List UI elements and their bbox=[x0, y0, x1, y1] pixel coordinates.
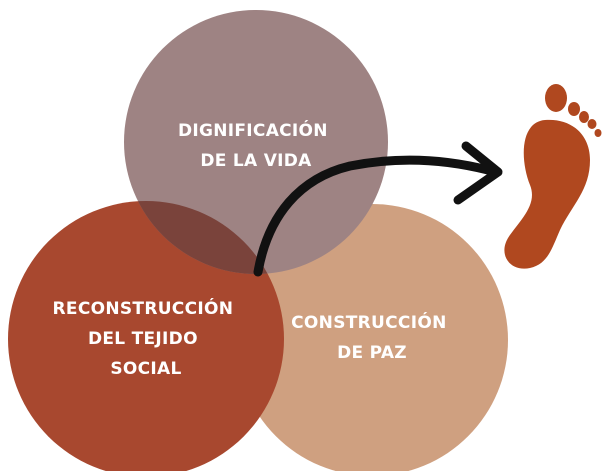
label-line: DEL TEJIDO bbox=[88, 329, 198, 349]
label-line: SOCIAL bbox=[110, 359, 181, 379]
label-dignificacion: DIGNIFICACIÓN DE LA VIDA bbox=[178, 119, 334, 171]
footprint-toe bbox=[579, 111, 589, 123]
label-construccion: CONSTRUCCIÓN DE PAZ bbox=[291, 311, 453, 363]
arrow-head bbox=[453, 141, 503, 205]
footprint-toe bbox=[568, 102, 580, 116]
curved-arrow bbox=[253, 155, 493, 277]
footprint-icon bbox=[504, 84, 602, 269]
circle-construccion-de-paz bbox=[236, 204, 508, 471]
footprint-toe bbox=[587, 119, 597, 129]
footprint-sole bbox=[504, 119, 590, 269]
label-reconstruccion: RECONSTRUCCIÓN DEL TEJIDO SOCIAL bbox=[53, 297, 240, 379]
circle-dignificacion-de-la-vida bbox=[124, 10, 388, 274]
footprint-toe bbox=[545, 84, 567, 112]
label-line: DIGNIFICACIÓN bbox=[178, 119, 328, 141]
label-line: DE LA VIDA bbox=[200, 151, 312, 171]
footprint-toe bbox=[594, 129, 602, 137]
label-line: DE PAZ bbox=[337, 343, 407, 363]
label-line: RECONSTRUCCIÓN bbox=[53, 297, 234, 319]
circle-reconstruccion-tejido-social bbox=[8, 201, 284, 471]
label-line: CONSTRUCCIÓN bbox=[291, 311, 446, 333]
